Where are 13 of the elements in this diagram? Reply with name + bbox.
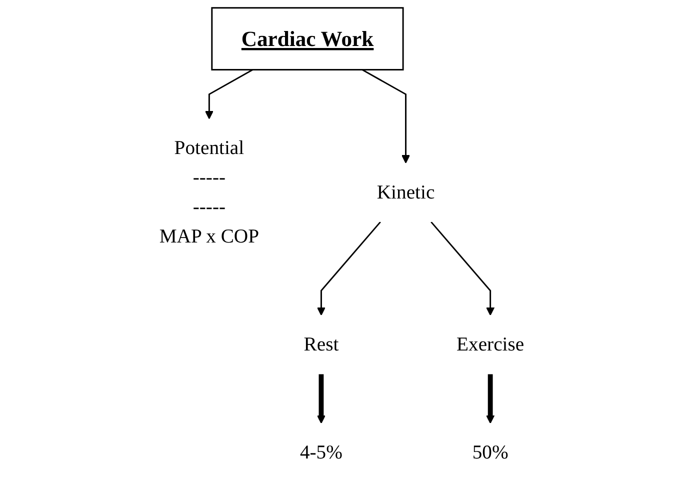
node-text: Potential ----- ----- MAP x COP <box>160 137 260 248</box>
arrow <box>317 221 382 316</box>
arrow <box>317 374 326 424</box>
arrow <box>362 69 410 164</box>
node-text: Kinetic <box>377 182 435 204</box>
node-text: Exercise <box>456 334 524 356</box>
arrow <box>430 221 495 316</box>
arrow <box>205 69 254 120</box>
arrow <box>486 374 495 424</box>
node-text: 50% <box>472 442 509 464</box>
node-text: Rest <box>304 334 339 356</box>
node-text: 4-5% <box>300 442 343 464</box>
node-box: Cardiac Work <box>211 7 404 70</box>
